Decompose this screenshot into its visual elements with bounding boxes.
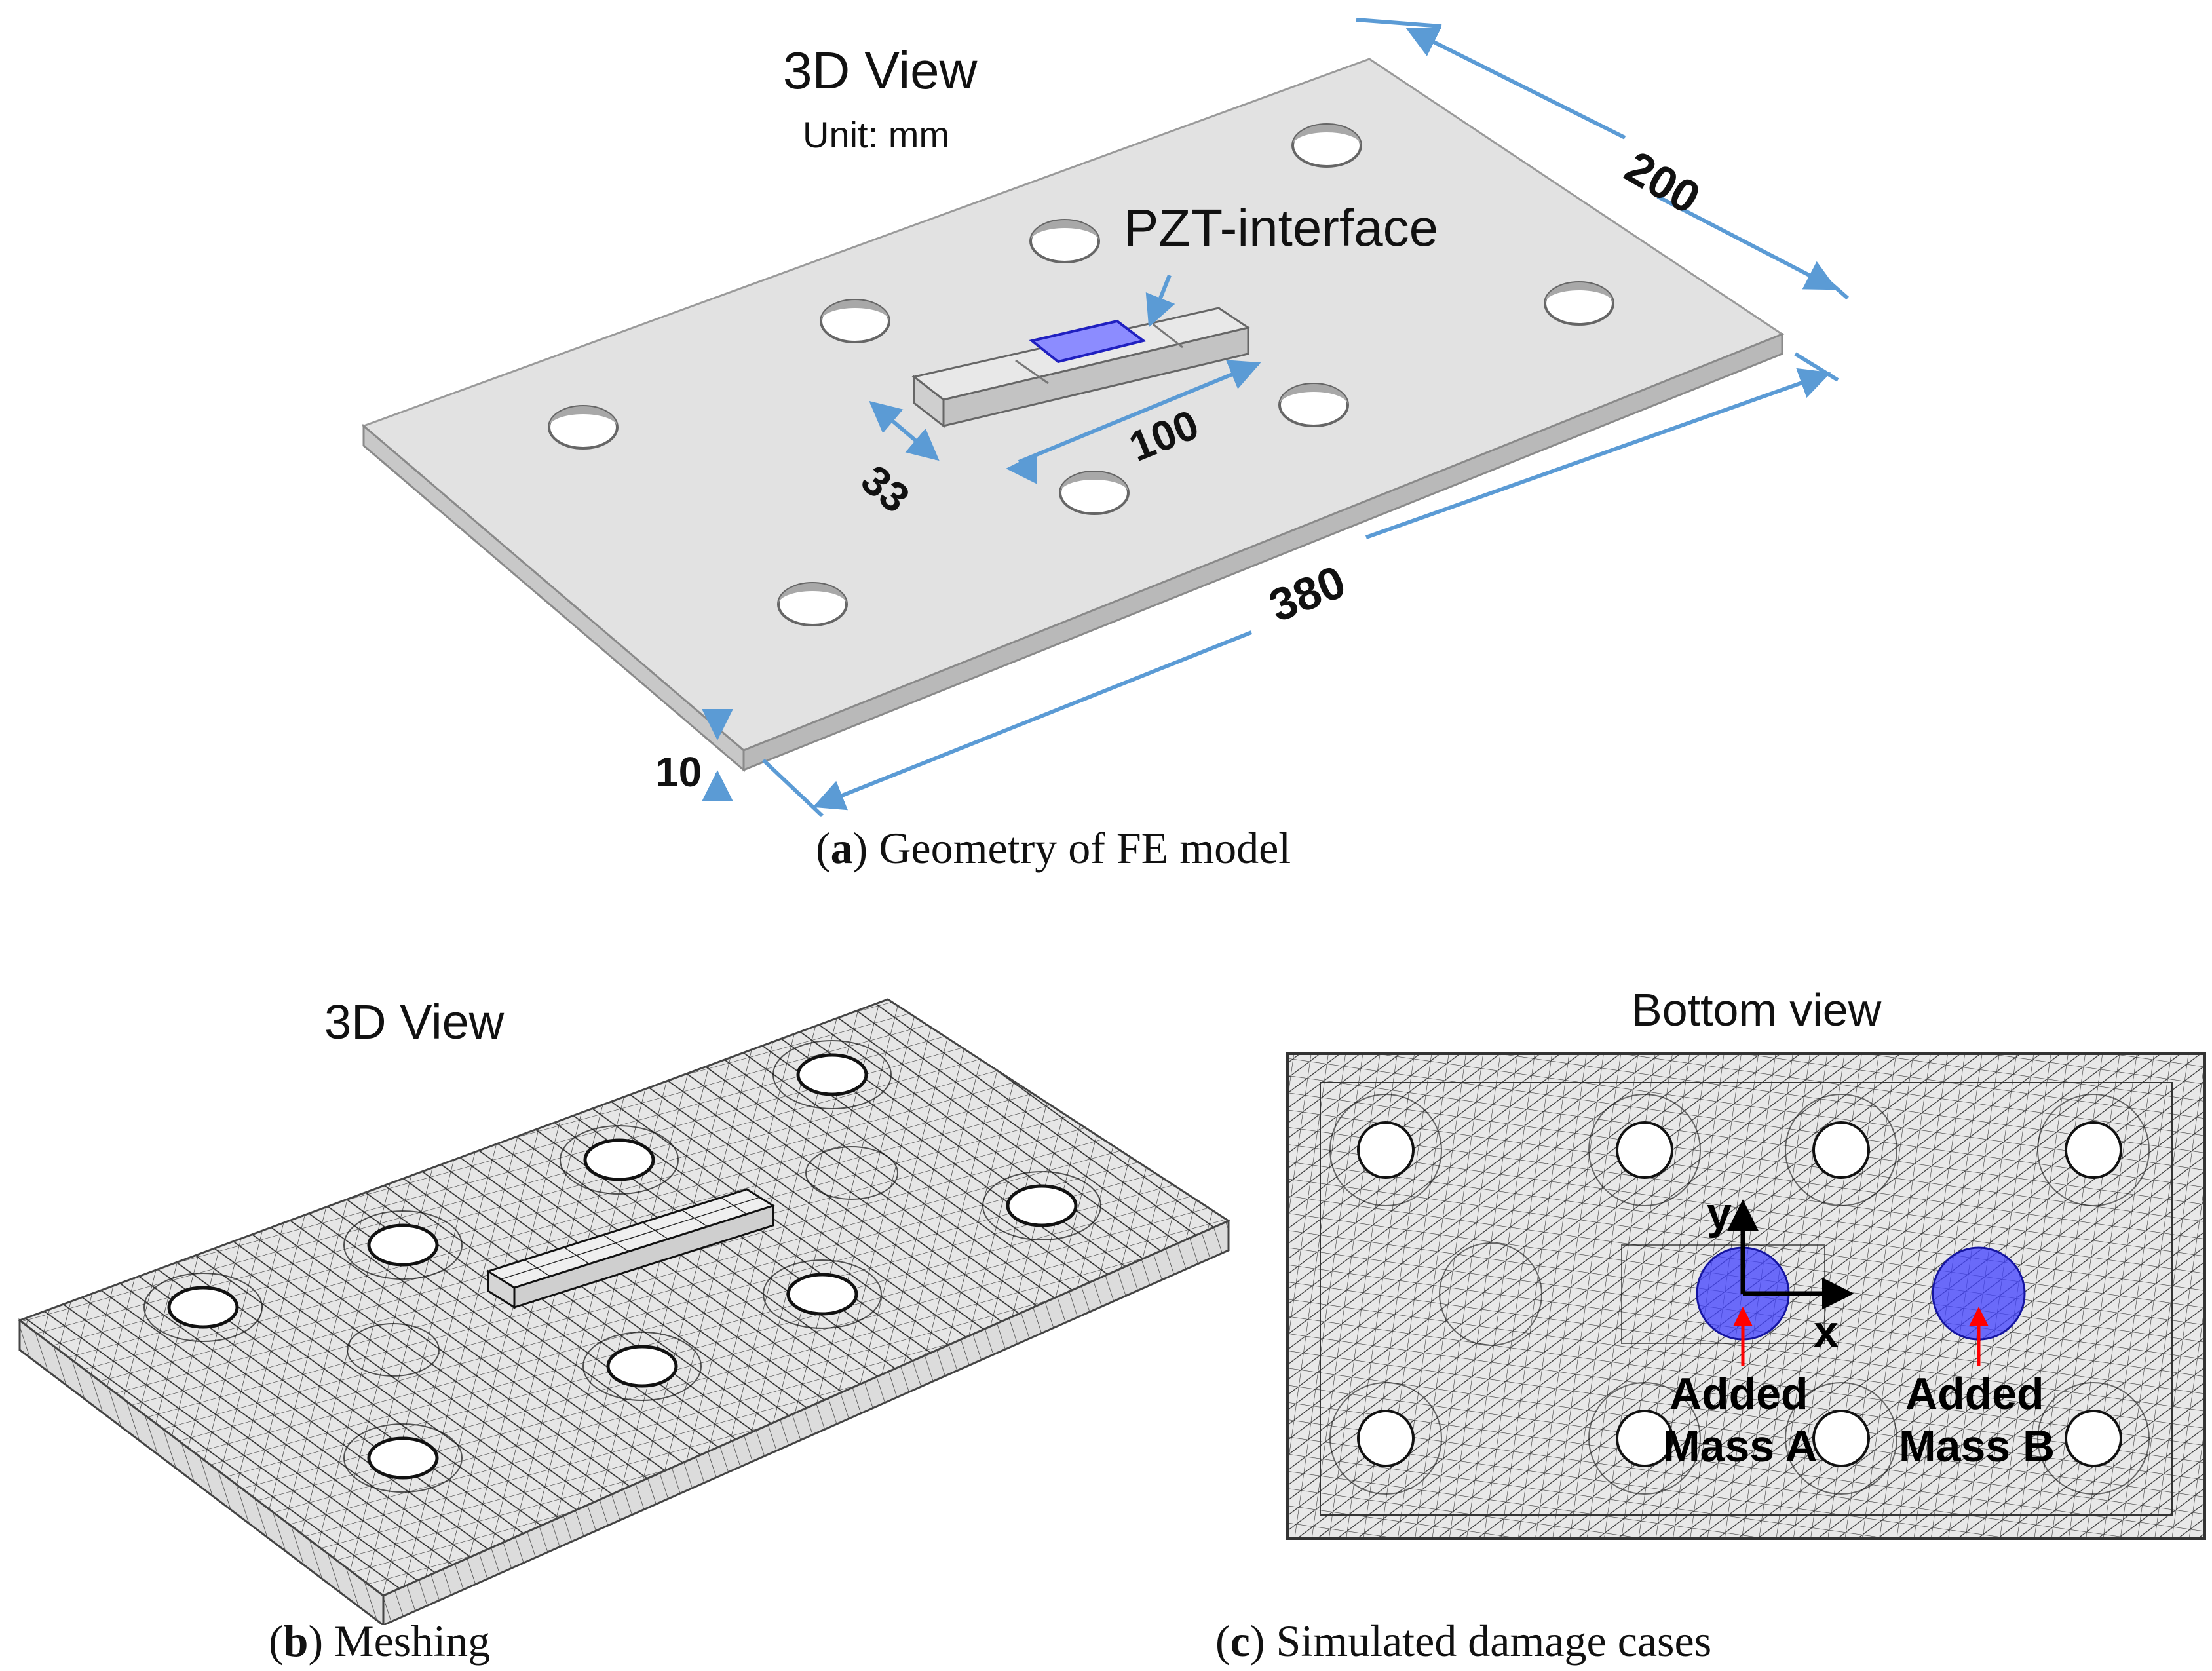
panel-b-meshing: 3D View (b) Meshing (0, 970, 1245, 1671)
panel-a-geometry: 200 380 100 33 10 3D View Unit: mm PZT-i… (362, 18, 1849, 873)
geometry-figure: 200 380 100 33 10 3D View Unit: mm PZT-i… (362, 18, 1849, 818)
bottom-holes (1357, 1121, 2122, 1467)
panel-b-title: 3D View (324, 995, 505, 1049)
mesh-figure: 3D View (17, 995, 1231, 1625)
caption-a: (a) Geometry of FE model (816, 823, 1291, 873)
panel-c-damage-cases: y x Added Mass A Added Mass B Bottom vie… (1215, 970, 2212, 1671)
panel-c-title: Bottom view (1631, 984, 1882, 1035)
mass-b-label-2: Mass B (1899, 1421, 2055, 1471)
bottom-view-figure: y x Added Mass A Added Mass B Bottom vie… (1286, 984, 2206, 1540)
pzt-interface-label: PZT-interface (1124, 199, 1438, 257)
panel-a-unit: Unit: mm (803, 114, 949, 155)
dim-380: 380 (1262, 556, 1352, 632)
dim-200: 200 (1617, 141, 1709, 223)
mesh-holes (167, 1053, 1078, 1480)
axis-x-label: x (1814, 1307, 1839, 1356)
mass-a-label-2: Mass A (1663, 1421, 1818, 1471)
mass-b-label-1: Added (1905, 1369, 2044, 1419)
mass-a-label-1: Added (1669, 1369, 1808, 1419)
panel-a-title: 3D View (783, 41, 978, 100)
mesh-pzt (486, 1188, 776, 1309)
plate-right-face (742, 332, 1783, 772)
caption-c: (c) Simulated damage cases (1215, 1616, 1712, 1666)
pzt-patch (1029, 319, 1147, 364)
mesh-plate-right (382, 1219, 1230, 1625)
plate-top-face (362, 58, 1785, 752)
caption-b: (b) Meshing (269, 1616, 491, 1666)
mesh-plate-front (18, 1318, 385, 1625)
axis-y-label: y (1707, 1189, 1732, 1239)
pzt-interface (911, 307, 1251, 429)
dim-10: 10 (655, 748, 702, 796)
dimension-lines (702, 18, 1849, 818)
